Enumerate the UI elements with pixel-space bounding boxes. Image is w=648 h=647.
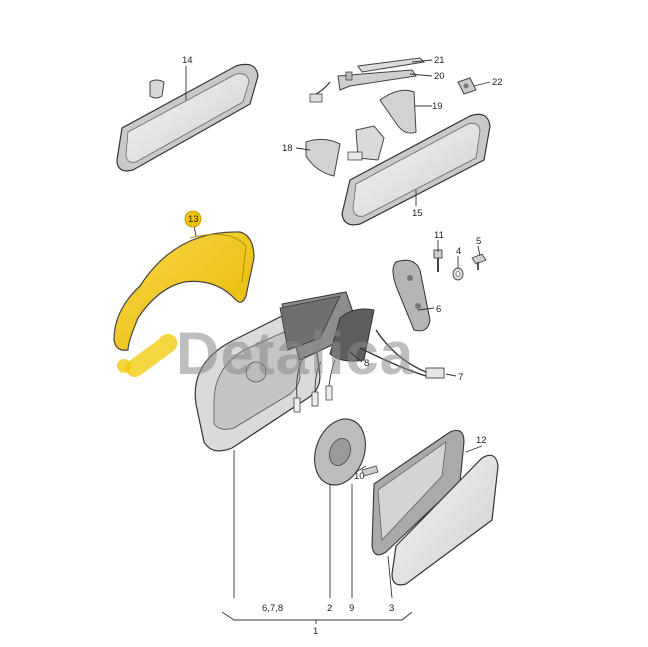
callout-13: 13 bbox=[188, 214, 199, 225]
callout-3: 3 bbox=[389, 603, 394, 614]
callout-10: 10 bbox=[354, 471, 365, 482]
callout-6: 6 bbox=[436, 304, 441, 315]
callout-21: 21 bbox=[434, 55, 445, 66]
wiring-7 bbox=[359, 329, 445, 379]
callout-6-7-8: 6,7,8 bbox=[262, 603, 283, 614]
adjust-motor-2 bbox=[314, 418, 379, 486]
watermark: Detalica bbox=[117, 320, 414, 387]
screw-5 bbox=[471, 253, 487, 270]
callout-8: 8 bbox=[364, 358, 369, 369]
housing-cap-13 bbox=[113, 231, 255, 351]
clip-22 bbox=[457, 77, 477, 95]
leader-lines bbox=[185, 59, 491, 624]
callout-5: 5 bbox=[476, 236, 481, 247]
callout-13-badge: 13 bbox=[184, 210, 202, 228]
callout-7: 7 bbox=[458, 372, 463, 383]
turn-signal-6 bbox=[392, 259, 431, 332]
mirror-glass-12 bbox=[391, 454, 499, 586]
callout-20: 20 bbox=[434, 71, 445, 82]
callout-19: 19 bbox=[432, 101, 443, 112]
bracket-20 bbox=[309, 69, 417, 103]
cover-19 bbox=[379, 89, 417, 134]
callout-2: 2 bbox=[327, 603, 332, 614]
callout-15: 15 bbox=[412, 208, 423, 219]
heater-film-8 bbox=[329, 308, 375, 362]
watermark-wrench-icon bbox=[117, 333, 178, 377]
mirror-housing-1 bbox=[194, 291, 361, 452]
bolt-11 bbox=[433, 249, 443, 272]
bracket-21 bbox=[357, 57, 426, 73]
callout-labels: 14 21 20 22 19 18 15 13 11 4 5 6 8 7 12 … bbox=[182, 55, 503, 637]
callout-12: 12 bbox=[476, 435, 487, 446]
interior-mirror-14 bbox=[116, 63, 259, 172]
callout-9: 9 bbox=[349, 603, 354, 614]
callout-18: 18 bbox=[282, 143, 293, 154]
cover-18 bbox=[305, 125, 385, 177]
watermark-text: Detalica bbox=[176, 320, 414, 387]
callout-4: 4 bbox=[456, 246, 461, 257]
callout-22: 22 bbox=[492, 77, 503, 88]
interior-mirror-15 bbox=[341, 113, 491, 226]
washer-4 bbox=[452, 267, 464, 281]
callout-14: 14 bbox=[182, 55, 193, 66]
callout-1: 1 bbox=[313, 626, 318, 637]
callout-11: 11 bbox=[434, 230, 444, 241]
